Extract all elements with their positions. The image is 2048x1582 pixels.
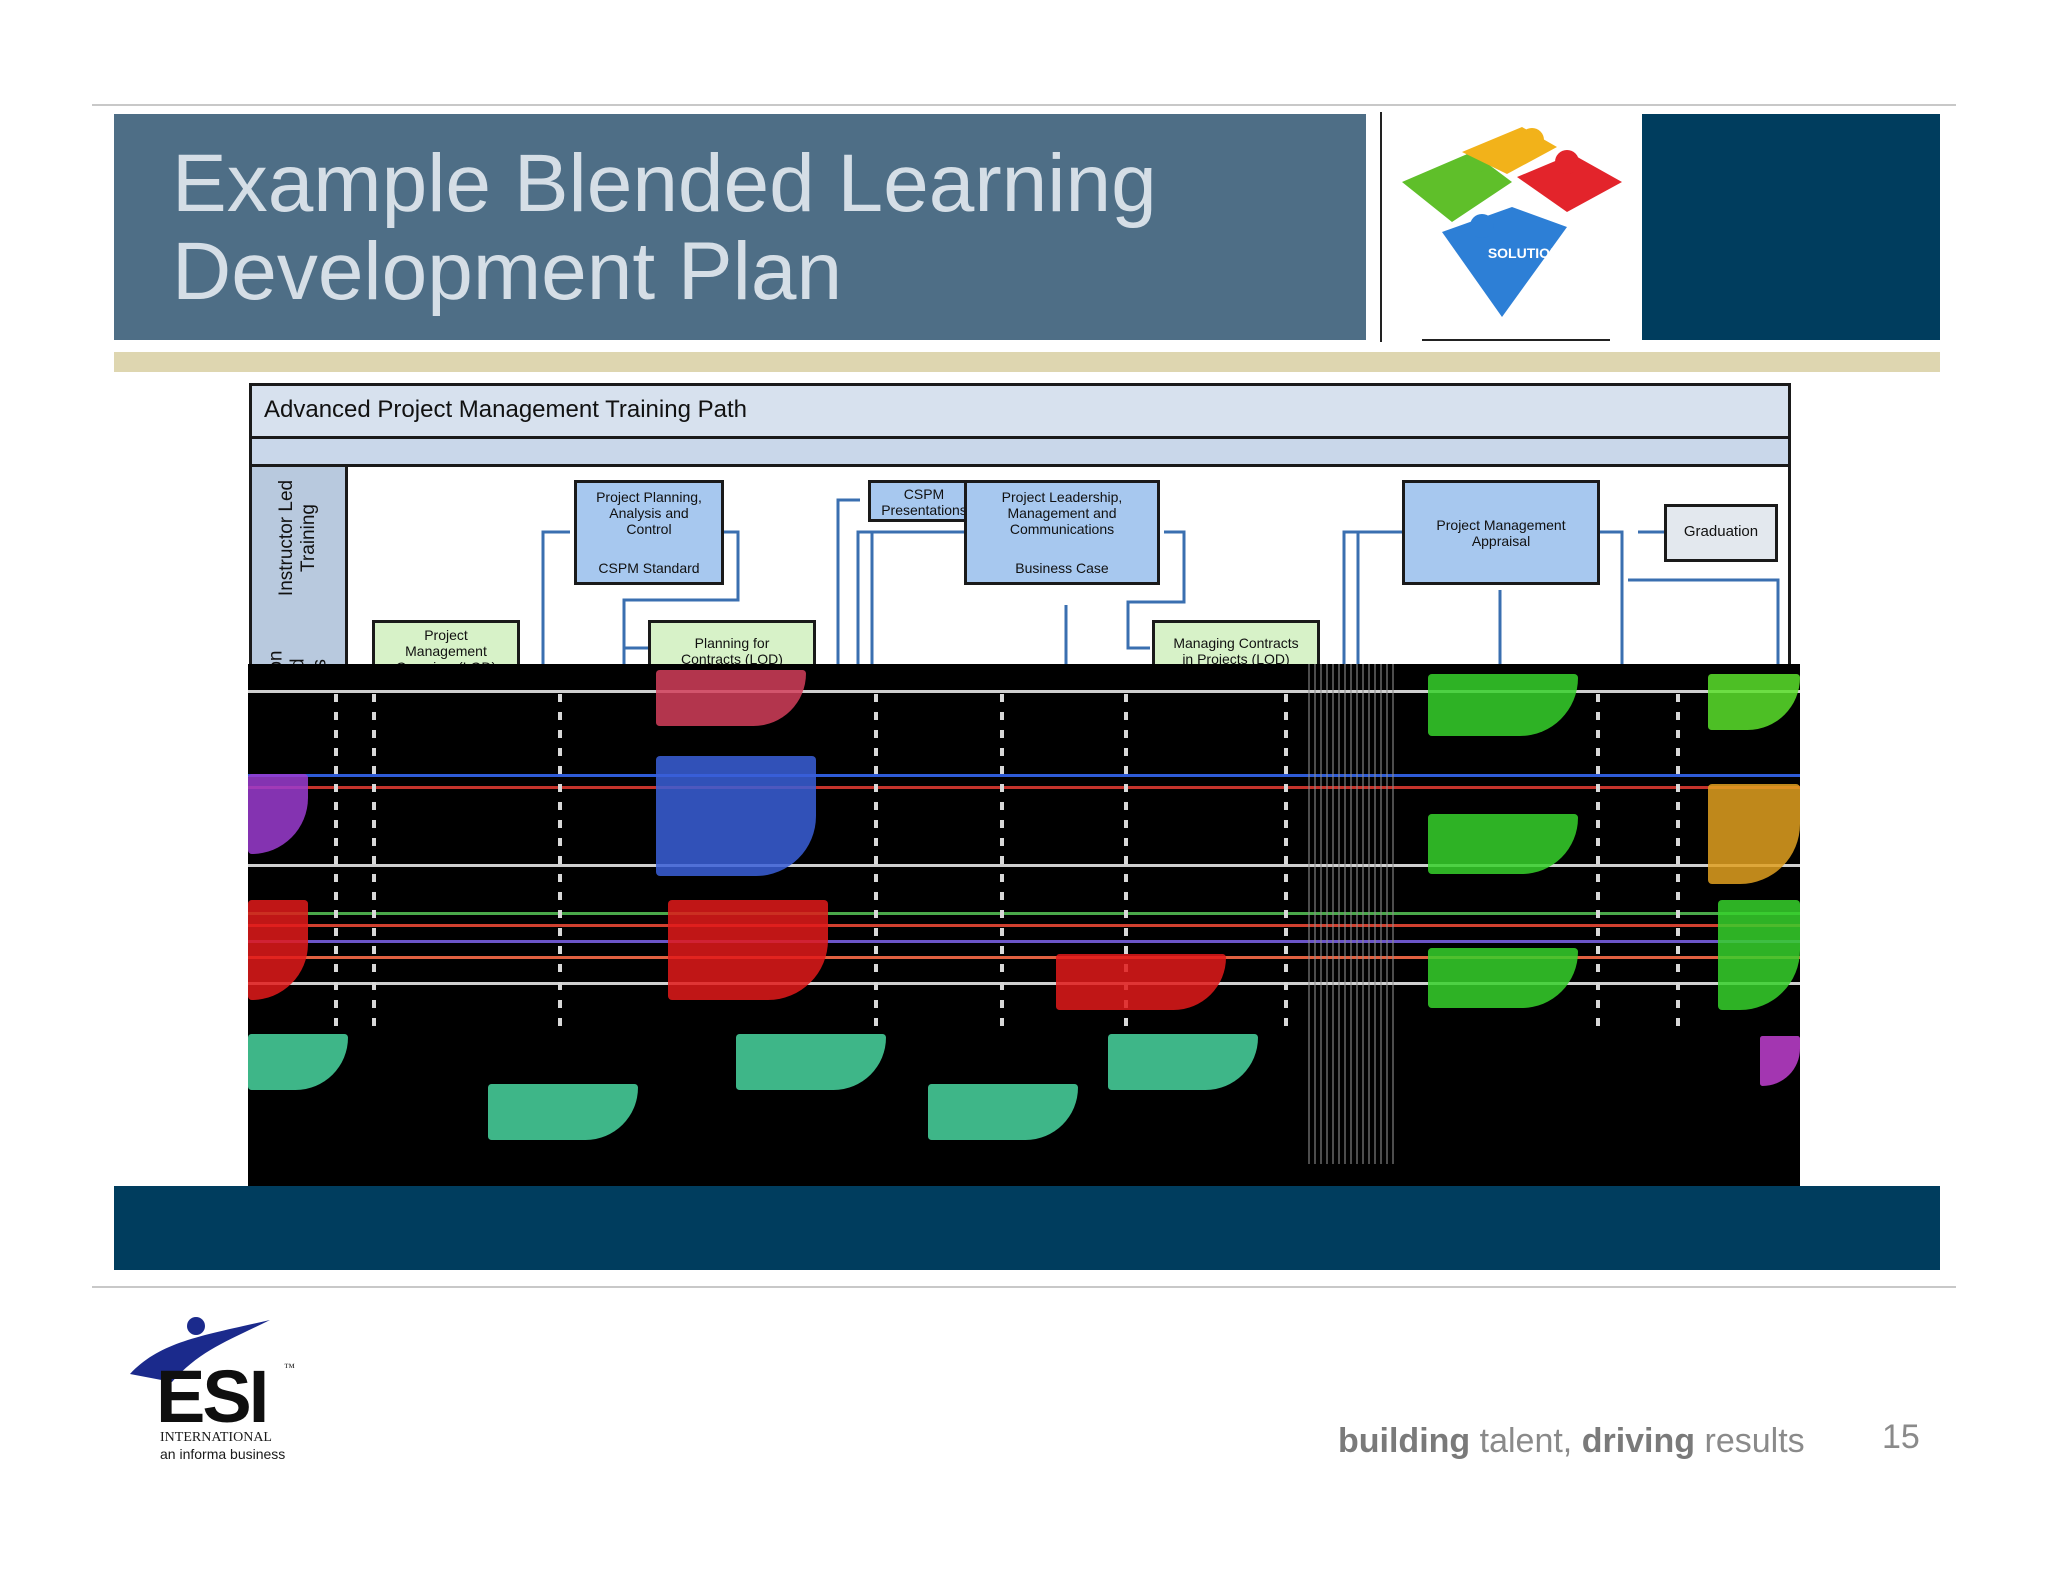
corrupted-image-region [248, 664, 1800, 1192]
logo-international: INTERNATIONAL [160, 1430, 272, 1445]
box-graduation: Graduation [1664, 504, 1778, 562]
box-pm-appraisal: Project Management Appraisal [1402, 480, 1600, 585]
tagline-driving: driving [1581, 1422, 1696, 1460]
box-project-leadership: Project Leadership, Management and Commu… [964, 480, 1160, 585]
bottom-rule [92, 1286, 1956, 1288]
slide-title-line1: Example Blended Learning [172, 138, 1157, 229]
slide-title-line2: Development Plan [172, 226, 843, 317]
logo-informa: an informa business [160, 1446, 286, 1462]
puzzle-icon: SOLUTION [1402, 127, 1622, 341]
tagline-results: results [1695, 1422, 1805, 1460]
solution-puzzle-image: SOLUTION [1380, 112, 1642, 342]
solution-label: SOLUTION [1488, 245, 1560, 261]
footer-tagline: building talent, driving results [1338, 1422, 1805, 1461]
lane-instructor-label: Instructor Led Training [252, 467, 348, 609]
footer-dark-band [114, 1186, 1940, 1270]
header-dark-block [1642, 114, 1940, 340]
box-leadership-sub: Business Case [1015, 560, 1109, 576]
diagram-title: Advanced Project Management Training Pat… [249, 383, 1791, 439]
title-band: Example Blended Learning Development Pla… [114, 114, 1366, 340]
tagline-talent: talent, [1470, 1422, 1582, 1460]
runner-icon [130, 1317, 270, 1382]
tagline-building: building [1338, 1422, 1471, 1460]
diagram-subheader [249, 439, 1791, 467]
page-number: 15 [1882, 1418, 1920, 1456]
logo-tm: ™ [284, 1362, 295, 1374]
training-path-diagram: Advanced Project Management Training Pat… [248, 380, 1800, 1192]
gold-divider [114, 352, 1940, 372]
logo-wordmark: ESI [156, 1355, 269, 1438]
box-planning-sub: CSPM Standard [598, 560, 700, 576]
top-rule [92, 104, 1956, 106]
esi-logo: ESI ™ INTERNATIONAL an informa business [120, 1312, 310, 1462]
